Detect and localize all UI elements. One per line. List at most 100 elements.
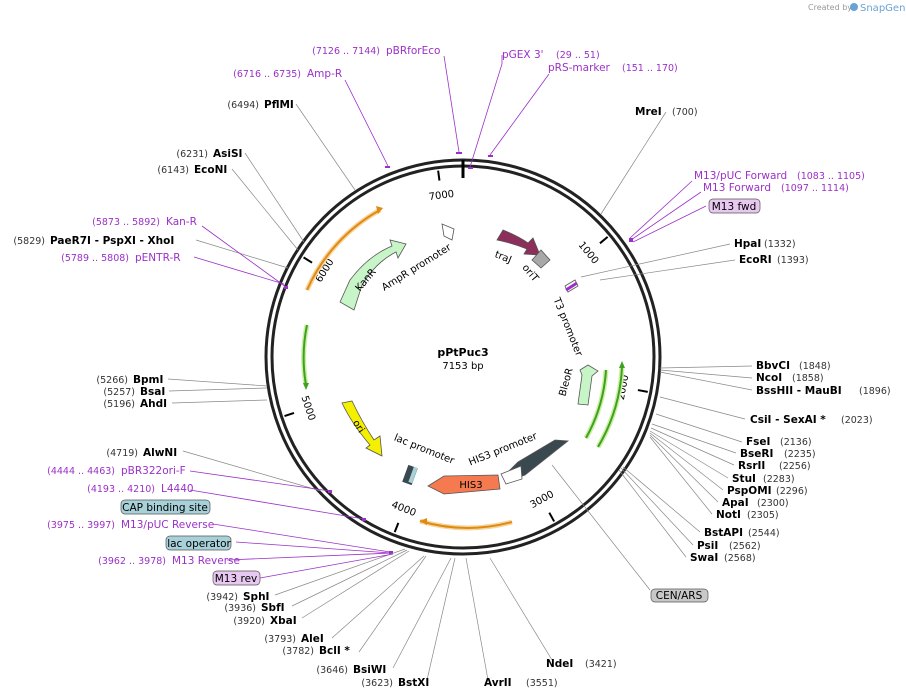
enzyme-name[interactable]: PsiI — [697, 540, 718, 552]
enzyme-name[interactable]: XbaI — [270, 615, 297, 627]
enzyme-name[interactable]: BsaI — [140, 386, 165, 398]
enzyme-pos: (2283) — [763, 474, 795, 485]
ampr-promoter-arrow[interactable] — [441, 223, 455, 241]
enzyme-name[interactable]: BsiWI — [353, 664, 386, 676]
enzyme-labels-right: MreI (700) HpaI (1332) EcoRI (1393) BbvC… — [484, 106, 891, 689]
enzyme-pos: (2256) — [779, 461, 811, 472]
primer-name[interactable]: pBRforEco — [386, 45, 440, 57]
primer-name[interactable]: pBR322ori-F — [121, 465, 186, 477]
enzyme-pos: (700) — [672, 107, 698, 118]
enzyme-name[interactable]: MreI — [635, 106, 662, 118]
orf-green-3-line — [597, 366, 623, 448]
enzyme-name[interactable]: SbfI — [261, 602, 285, 614]
enzyme-name[interactable]: AsiSI — [213, 148, 242, 160]
enzyme-name[interactable]: PaeR7I - PspXI - XhoI — [50, 235, 174, 247]
primer-pos: (29 .. 51) — [556, 50, 600, 61]
credit-prefix: Created by — [808, 3, 852, 12]
lac-operator-box[interactable] — [165, 535, 232, 551]
enzyme-name[interactable]: PspOMI — [727, 485, 772, 497]
enzyme-name[interactable]: AleI — [301, 633, 324, 645]
primer-pos: (5789 .. 5808) — [61, 253, 129, 264]
enzyme-name[interactable]: NdeI — [546, 658, 573, 670]
enzyme-name[interactable]: RsrII — [738, 460, 765, 472]
tick-mark — [303, 256, 313, 264]
enzyme-pos: (5266) — [96, 375, 128, 386]
enzyme-name[interactable]: StuI — [732, 473, 756, 485]
primer-name[interactable]: M13 Reverse — [172, 555, 240, 567]
enzyme-name[interactable]: BclI * — [319, 645, 350, 657]
enzyme-name[interactable]: BstXI — [398, 677, 429, 689]
enzyme-name[interactable]: BssHII - MauBI — [756, 385, 842, 397]
enzyme-name[interactable]: CsiI - SexAI * — [750, 414, 826, 426]
enzyme-name[interactable]: HpaI — [734, 238, 761, 250]
m13-fwd-box[interactable] — [708, 198, 761, 214]
tick-mark — [637, 389, 648, 393]
snapgene-logo-icon — [850, 3, 858, 11]
orf-green-3-head — [619, 361, 625, 368]
enzyme-pos: (1848) — [799, 361, 831, 372]
traj-arrow[interactable] — [496, 229, 541, 256]
primer-name[interactable]: pGEX 3' — [502, 49, 544, 61]
enzyme-name[interactable]: SwaI — [690, 552, 718, 564]
enzyme-pos: (2562) — [729, 541, 761, 552]
orit-box[interactable] — [531, 249, 551, 269]
enzyme-pos: (2296) — [776, 486, 808, 497]
enzyme-name[interactable]: NotI — [716, 509, 741, 521]
enzyme-pos: (2136) — [780, 437, 812, 448]
plasmid-size: 7153 bp — [442, 361, 483, 372]
primer-pos: (151 .. 170) — [622, 63, 678, 74]
enzyme-pos: (2235) — [784, 449, 816, 460]
primer-name[interactable]: Amp-R — [307, 68, 342, 80]
enzyme-pos: (5829) — [13, 236, 45, 247]
kanr-arrow[interactable] — [339, 239, 407, 311]
enzyme-name[interactable]: PflMI — [264, 99, 294, 111]
enzyme-name[interactable]: AlwNI — [143, 447, 177, 459]
lac-operator-marks — [408, 466, 418, 484]
orf-arc-1-line — [306, 209, 381, 291]
traj-label: traJ — [493, 249, 513, 266]
orf-arc-1-head — [376, 206, 383, 214]
enzyme-pos: (1332) — [764, 239, 796, 250]
enzyme-pos: (3623) — [361, 678, 393, 689]
primer-name[interactable]: M13/pUC Forward — [694, 170, 787, 182]
enzyme-pos: (3782) — [282, 646, 314, 657]
enzyme-pos: (6231) — [176, 149, 208, 160]
enzyme-name[interactable]: BbvCI — [756, 360, 790, 372]
cap-binding-box[interactable] — [120, 499, 211, 515]
primer-name[interactable]: M13 Forward — [703, 182, 771, 194]
his3-arrow[interactable] — [427, 474, 501, 495]
primer-pos: (1097 .. 1114) — [781, 183, 849, 194]
orf-green-1-head — [303, 383, 309, 390]
enzyme-name[interactable]: AvrII — [484, 677, 512, 689]
cen-ars-box[interactable] — [650, 588, 709, 603]
enzyme-name[interactable]: ApaI — [722, 497, 749, 509]
his3-promoter-arrow[interactable] — [500, 465, 523, 485]
enzyme-name[interactable]: EcoNI — [194, 164, 227, 176]
primer-name[interactable]: Kan-R — [166, 216, 197, 228]
enzyme-pos: (2305) — [747, 510, 779, 521]
primer-name[interactable]: pENTR-R — [135, 252, 181, 264]
enzyme-name[interactable]: EcoRI — [739, 254, 772, 266]
enzyme-name[interactable]: BstAPI — [704, 527, 743, 539]
enzyme-pos: (3936) — [224, 603, 256, 614]
enzyme-name[interactable]: AhdI — [140, 398, 167, 410]
primer-name[interactable]: M13/pUC Reverse — [121, 519, 214, 531]
m13-rev-box[interactable] — [212, 570, 261, 586]
enzyme-name[interactable]: SphI — [243, 591, 269, 603]
enzyme-name[interactable]: BseRI — [740, 448, 773, 460]
enzyme-pos: (6494) — [227, 100, 259, 111]
enzyme-name[interactable]: NcoI — [756, 372, 782, 384]
enzyme-pos: (1896) — [859, 386, 891, 397]
plasmid-name: pPtPuc3 — [437, 346, 488, 359]
orf-arc-2-line — [419, 520, 513, 529]
primer-name[interactable]: L4440 — [161, 483, 194, 495]
bleor-arrow[interactable] — [577, 364, 599, 406]
primer-name[interactable]: pRS-marker — [548, 62, 611, 74]
tick-label: 3000 — [528, 489, 556, 511]
enzyme-pos: (5196) — [103, 399, 135, 410]
enzyme-name[interactable]: BpmI — [133, 374, 163, 386]
primer-pos: (3975 .. 3997) — [47, 520, 115, 531]
ori-arrow[interactable] — [341, 400, 383, 457]
tick-mark — [599, 236, 609, 245]
enzyme-name[interactable]: FseI — [746, 436, 770, 448]
